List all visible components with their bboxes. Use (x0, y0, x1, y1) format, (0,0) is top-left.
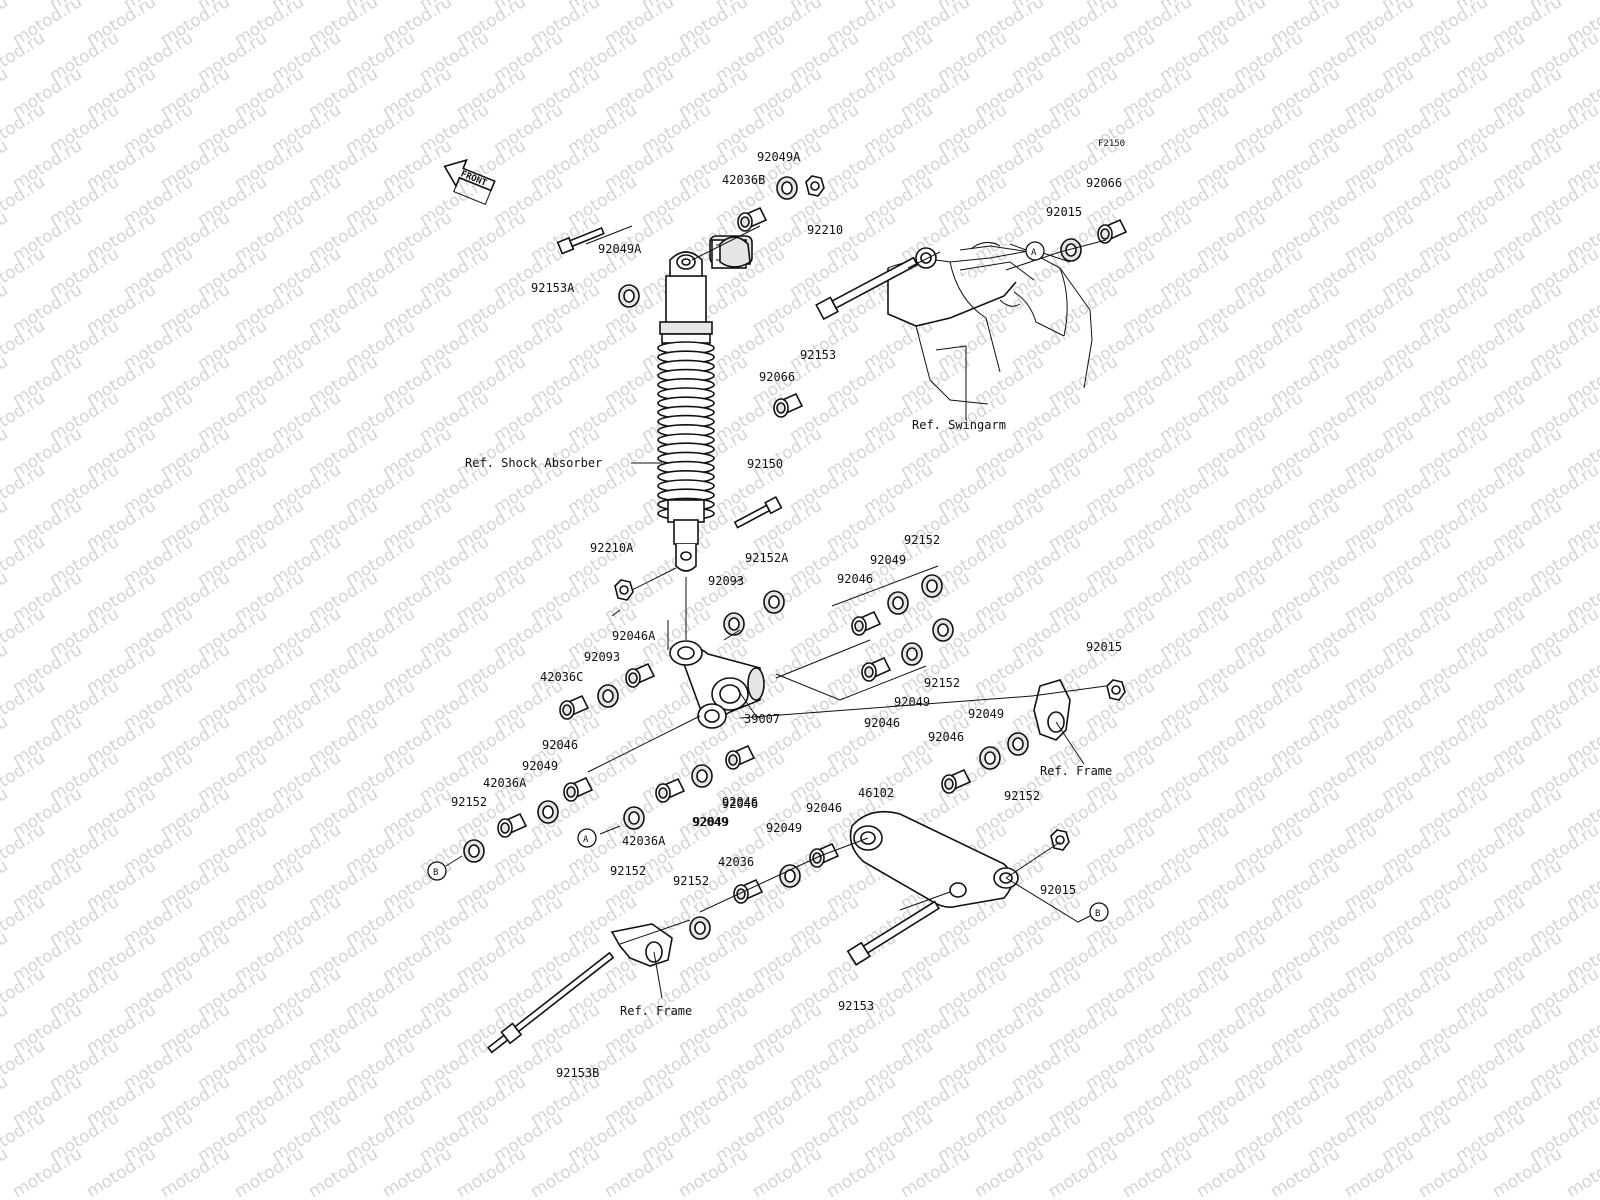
part-number-label: 92153 (838, 999, 874, 1013)
watermark-text: motod.ru (0, 568, 12, 626)
callout-b-label: B (433, 868, 438, 878)
watermark-text: motod.ru (0, 352, 12, 410)
part-number-label: 92049 (766, 821, 802, 835)
part-number-label: 42036B (722, 173, 765, 187)
part-component (623, 806, 645, 830)
part-number-label: 92049A (598, 242, 642, 256)
part-number-label: 42036A (483, 776, 527, 790)
part-number-label: 92150 (747, 457, 783, 471)
part-number-label: 39007 (744, 712, 780, 726)
part-number-label: 92152 (451, 795, 487, 809)
part-number-label: 92153 (800, 348, 836, 362)
ref-swingarm-label: Ref. Swingarm (912, 418, 1006, 432)
part-component (691, 764, 713, 788)
watermark-text: motod.ru (0, 1072, 12, 1130)
part-component (779, 864, 801, 888)
watermark-text: motod.ru (0, 0, 12, 50)
ref-frame-right-label: Ref. Frame (1040, 764, 1112, 778)
part-component (763, 590, 785, 614)
part-component (1060, 238, 1082, 262)
watermark-text: motod.ru (0, 928, 12, 986)
part-component (921, 574, 943, 598)
part-component (776, 176, 798, 200)
part-number-label: 92015 (1046, 205, 1082, 219)
watermark-text: motod.ru (0, 496, 12, 554)
part-number-label: 46102 (858, 786, 894, 800)
part-number-label: 42036A (622, 834, 666, 848)
part-component (887, 591, 909, 615)
watermark-text: motod.ru (0, 64, 12, 122)
part-number-label: 92046 (837, 572, 873, 586)
part-number-label: 92152A (745, 551, 789, 565)
watermark-text: motod.ru (1563, 1144, 1600, 1200)
part-number-label: 42036 (718, 855, 754, 869)
part-number-label: 92046 (864, 716, 900, 730)
part-number-label: 92152 (924, 676, 960, 690)
part-number-label: 92066 (1086, 176, 1122, 190)
part-number-label: 42036C (540, 670, 583, 684)
part-number-label: 92153A (531, 281, 575, 295)
part-number-label: 92152 (610, 864, 646, 878)
part-component (932, 618, 954, 642)
watermark-text: motod.ru (0, 712, 12, 770)
figure-code: F2150 (1098, 139, 1125, 149)
part-number-label: 92210A (590, 541, 634, 555)
part-component (537, 800, 559, 824)
watermark-text: motod.ru (0, 136, 12, 194)
watermark-text: motod.ru (0, 1144, 12, 1200)
part-number-label: 92153B (556, 1066, 599, 1080)
part-number-label: 92046A (612, 629, 656, 643)
watermark-text: motod.ru (0, 280, 12, 338)
part-number-label: 92046 (542, 738, 578, 752)
part-component (597, 684, 619, 708)
callout-b-right: B (1089, 902, 1109, 922)
watermark-text: motod.ru (0, 856, 12, 914)
part-component (1007, 732, 1029, 756)
part-component (463, 839, 485, 863)
part-number-label: 92049 (692, 815, 728, 829)
watermark-text: motod.ru (0, 424, 12, 482)
part-number-label: 92049 (968, 707, 1004, 721)
part-number-label: 92046 (928, 730, 964, 744)
callout-a-label: A (1031, 248, 1037, 258)
part-number-label: 92093 (708, 574, 744, 588)
part-number-label: 92093 (584, 650, 620, 664)
part-component (618, 284, 640, 308)
part-component (723, 612, 745, 636)
part-number-label: 92066 (759, 370, 795, 384)
part-number-label: 92152 (904, 533, 940, 547)
part-number-label: 92046 (722, 797, 758, 811)
callout-a-label: A (583, 835, 589, 845)
callout-a-lower: A (577, 828, 597, 848)
watermark-text: motod.ru (0, 208, 12, 266)
part-number-label: 92046 (806, 801, 842, 815)
spring-coils (657, 341, 715, 523)
watermark-text: motod.ru (0, 1000, 12, 1058)
part-number-label: 92049 (894, 695, 930, 709)
part-number-label: 92049A (757, 150, 801, 164)
part-component (689, 916, 711, 940)
watermark-text: motod.ru (0, 640, 12, 698)
part-number-label: 92152 (673, 874, 709, 888)
ref-frame-bottom-label: Ref. Frame (620, 1004, 692, 1018)
part-number-label: 92210 (807, 223, 843, 237)
part-component (979, 746, 1001, 770)
part-number-label: 92049 (522, 759, 558, 773)
part-number-label: 92015 (1040, 883, 1076, 897)
part-number-label: 92015 (1086, 640, 1122, 654)
ref-shock-absorber-label: Ref. Shock Absorber (465, 456, 602, 470)
watermark-text: motod.ru (0, 784, 12, 842)
part-number-label: 92152 (1004, 789, 1040, 803)
part-component (901, 642, 923, 666)
callout-b-label: B (1095, 909, 1100, 919)
part-number-label: 92049 (870, 553, 906, 567)
